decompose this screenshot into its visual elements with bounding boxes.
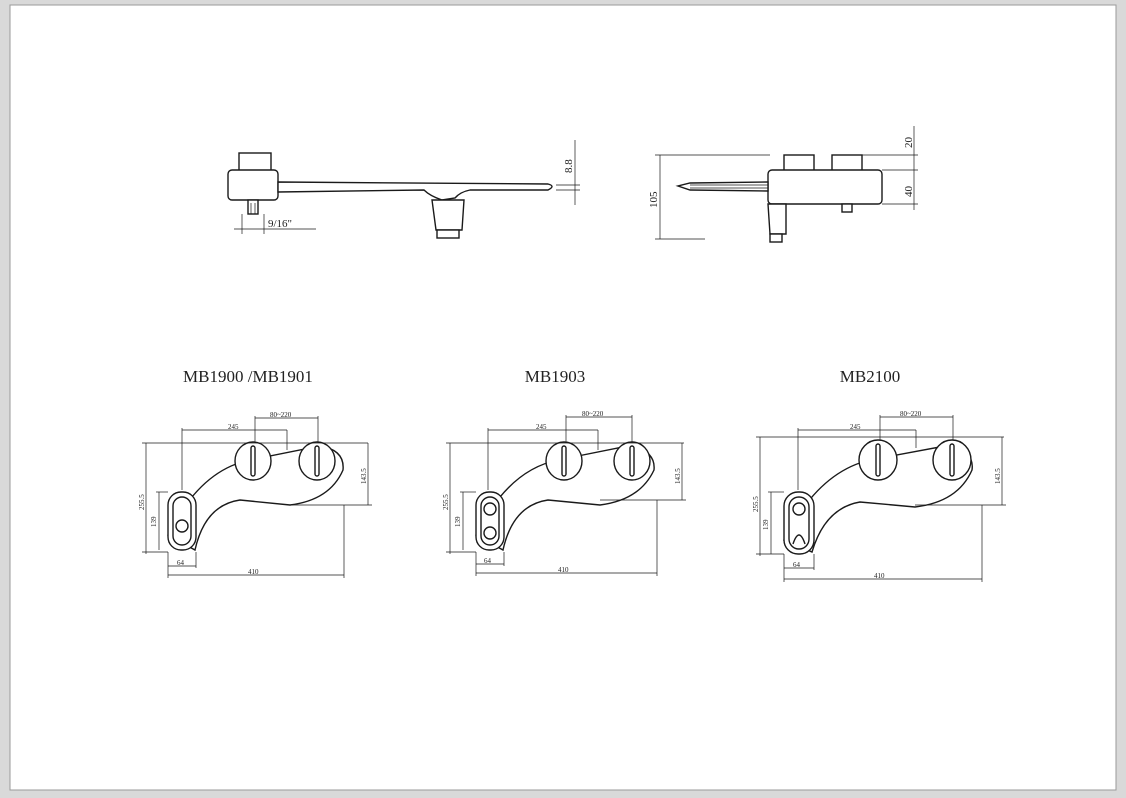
knob-height-label: 20 — [903, 137, 915, 149]
hose-fitting — [841, 203, 853, 213]
knob-left — [783, 154, 815, 172]
dim-255: 255.5 — [138, 494, 146, 510]
button-icon-2 — [483, 526, 497, 540]
hose-fitting — [247, 199, 259, 215]
dim-143: 143.5 — [994, 468, 1002, 484]
model-view-mb1903: MB1903 245 80~220 255.5 139 64 410 — [442, 367, 686, 576]
button-icon-1 — [483, 502, 497, 516]
dim-64: 64 — [793, 561, 801, 569]
body-height-label: 40 — [903, 186, 915, 198]
dim-139: 139 — [454, 516, 462, 527]
knob-2 — [298, 441, 336, 481]
knob-2 — [932, 439, 972, 481]
bidet-body — [783, 445, 973, 553]
dim-139: 139 — [150, 516, 158, 527]
model-title: MB1903 — [525, 367, 585, 386]
dim-143: 143.5 — [360, 468, 368, 484]
model-title: MB2100 — [840, 367, 900, 386]
knob-1 — [234, 441, 272, 481]
total-height-label: 105 — [648, 191, 660, 208]
nozzle-housing — [431, 199, 465, 231]
control-panel — [167, 491, 197, 551]
side-view-left: 9/16" 8.8 — [227, 140, 580, 239]
control-panel — [783, 491, 815, 555]
nozzle-tip — [769, 233, 783, 243]
dim-245: 245 — [228, 423, 239, 431]
dim-410: 410 — [874, 572, 885, 580]
knob-1 — [545, 441, 583, 481]
nozzle-tip — [436, 229, 460, 239]
dim-range: 80~220 — [582, 410, 604, 418]
dim-255: 255.5 — [752, 496, 760, 512]
bidet-body — [167, 445, 344, 552]
seat-plate — [277, 181, 553, 201]
knob-2 — [613, 441, 651, 481]
model-view-mb1900: MB1900 /MB1901 245 80~220 255.5 139 64 4… — [138, 367, 372, 578]
dim-143: 143.5 — [674, 468, 682, 484]
dim-range: 80~220 — [900, 410, 922, 418]
knob-right — [831, 154, 863, 172]
dim-245: 245 — [536, 423, 547, 431]
dim-255: 255.5 — [442, 494, 450, 510]
knob-top — [238, 152, 272, 172]
dim-139: 139 — [762, 519, 770, 530]
dim-410: 410 — [248, 568, 259, 576]
model-view-mb2100: MB2100 245 80~220 255.5 139 64 410 — [752, 367, 1006, 582]
control-body — [227, 169, 279, 201]
side-view-right: 105 20 40 — [648, 126, 918, 243]
button-icon-1 — [792, 502, 806, 516]
model-title: MB1900 /MB1901 — [183, 367, 313, 386]
button-icon — [175, 519, 189, 533]
control-body — [767, 169, 883, 205]
bidet-body — [475, 445, 655, 552]
button-icon-2 — [792, 534, 806, 545]
seat-plate-end — [675, 181, 769, 192]
dim-range: 80~220 — [270, 411, 292, 419]
dim-410: 410 — [558, 566, 569, 574]
dim-64: 64 — [177, 559, 185, 567]
plate-thickness-label: 8.8 — [563, 159, 575, 173]
control-panel — [475, 491, 505, 551]
knob-1 — [858, 439, 898, 481]
thread-size-label: 9/16" — [268, 218, 292, 230]
dim-64: 64 — [484, 557, 492, 565]
drawing-sheet — [9, 4, 1117, 791]
dim-245: 245 — [850, 423, 861, 431]
nozzle-housing — [767, 203, 787, 235]
